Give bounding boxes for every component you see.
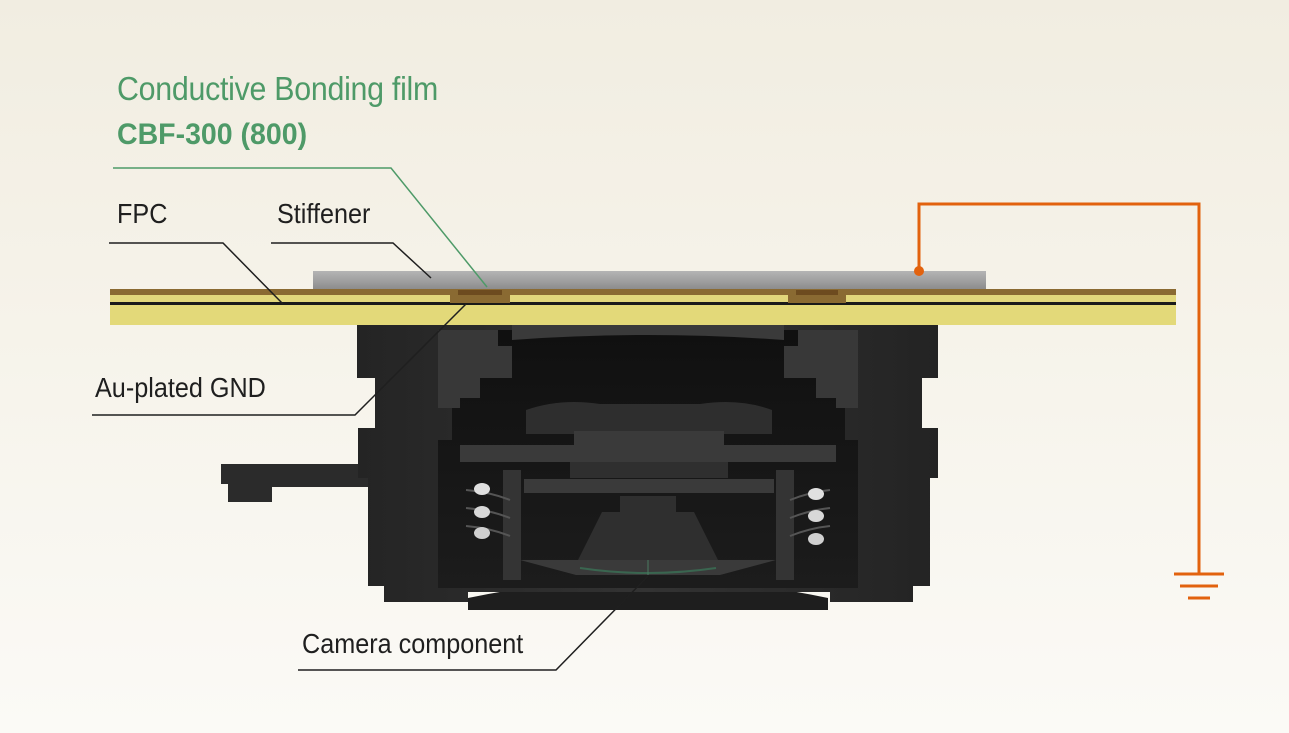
camera-component-label: Camera component (302, 628, 524, 659)
leader-line-fpc (109, 242, 284, 305)
stiffener (313, 271, 986, 292)
fpc-board (110, 289, 1176, 325)
au-plated-gnd-label: Au-plated GND (95, 372, 266, 403)
leader-line-stiffener (271, 242, 432, 279)
ground-wire (914, 202, 1201, 573)
stiffener-label: Stiffener (277, 198, 371, 229)
leader-line-film (113, 167, 488, 288)
fpc-label: FPC (117, 198, 168, 229)
ground-symbol-icon (1174, 572, 1224, 600)
film-title: Conductive Bonding film (117, 70, 439, 107)
camera-component (221, 311, 938, 610)
leader-line-au-gnd (92, 303, 467, 416)
film-product-code: CBF-300 (800) (117, 118, 308, 151)
leader-line-camera (298, 575, 649, 671)
